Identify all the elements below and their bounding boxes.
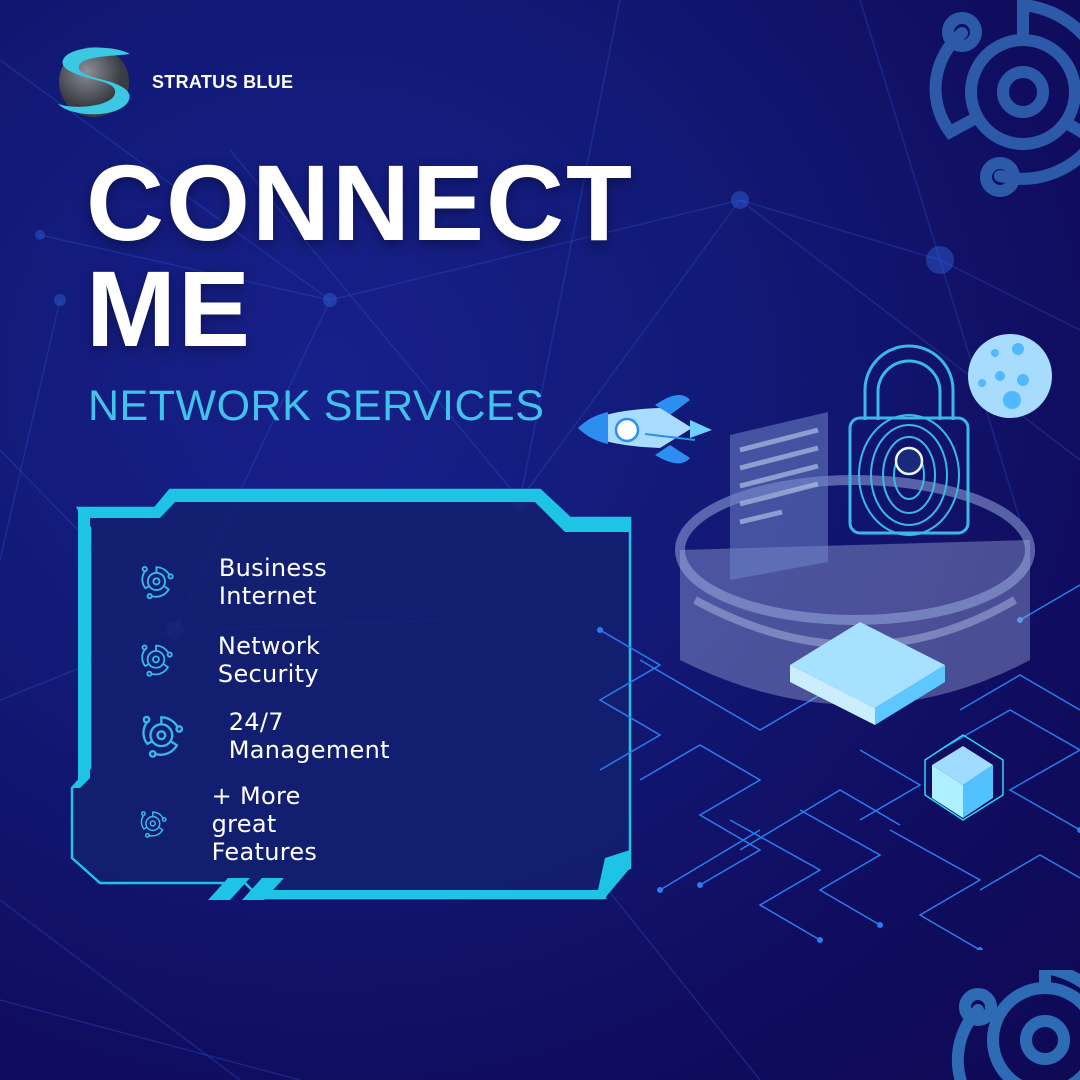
feature-item-business-internet[interactable]: Business Internet	[138, 552, 350, 612]
network-hub-deco-icon-bottom	[951, 970, 1080, 1080]
circuit-lines	[598, 584, 1080, 950]
features-panel-frame	[70, 488, 632, 900]
moon	[968, 334, 1052, 418]
cube	[924, 734, 1004, 821]
brand-logo[interactable]: STRATUS BLUE	[52, 42, 293, 122]
feature-label: + More great Features	[211, 782, 318, 866]
platform	[790, 622, 945, 725]
document	[730, 412, 828, 580]
feature-item-management[interactable]: 24/7 Management	[138, 706, 403, 766]
s-sphere-logo-icon	[58, 47, 130, 117]
feature-label: Business Internet	[218, 554, 328, 610]
feature-label: Network Security	[217, 632, 321, 688]
network-hub-deco-icon	[929, 0, 1080, 197]
network-hub-icon	[140, 811, 167, 838]
network-hub-icon	[142, 715, 184, 758]
headline-line1: CONNECT	[86, 142, 634, 263]
network-hub-icon	[141, 566, 174, 600]
rocket	[578, 395, 712, 464]
headline: CONNECT ME	[86, 142, 634, 369]
feature-item-more-features[interactable]: + More great Features	[138, 782, 348, 866]
feature-item-network-security[interactable]: Network Security	[138, 630, 344, 690]
fingerprint-padlock	[848, 344, 970, 536]
feature-label: 24/7 Management	[228, 708, 390, 764]
headline-line2: ME	[86, 248, 252, 369]
network-hub-icon	[141, 644, 173, 677]
brand-name: STRATUS BLUE	[152, 71, 294, 92]
security-illustration	[578, 334, 1080, 950]
subtitle: NETWORK SERVICES	[88, 382, 545, 430]
